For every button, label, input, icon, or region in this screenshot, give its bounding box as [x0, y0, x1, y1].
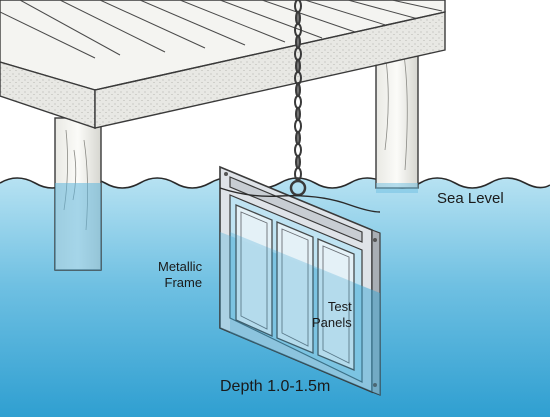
right-pile: [375, 39, 419, 193]
sea-level-label: Sea Level: [437, 190, 504, 207]
test-panel: [276, 221, 314, 354]
metallic-frame-label-line1: Metallic: [158, 259, 203, 274]
test-panel: [235, 204, 273, 338]
metallic-frame-label: Metallic Frame: [158, 259, 202, 290]
test-panels: [230, 204, 380, 395]
test-panel: [317, 238, 355, 371]
chain: [289, 0, 307, 197]
test-panels-label-line1: Test: [327, 299, 352, 314]
metallic-frame-label-line2: Frame: [164, 274, 203, 290]
test-panels-label: Test Panels: [312, 299, 352, 330]
test-panels-label-line2: Panels: [312, 314, 352, 330]
depth-label: Depth 1.0-1.5m: [220, 378, 331, 395]
left-pile: [54, 117, 102, 271]
pier-deck: [0, 0, 446, 129]
frame-waterline: [219, 187, 381, 213]
